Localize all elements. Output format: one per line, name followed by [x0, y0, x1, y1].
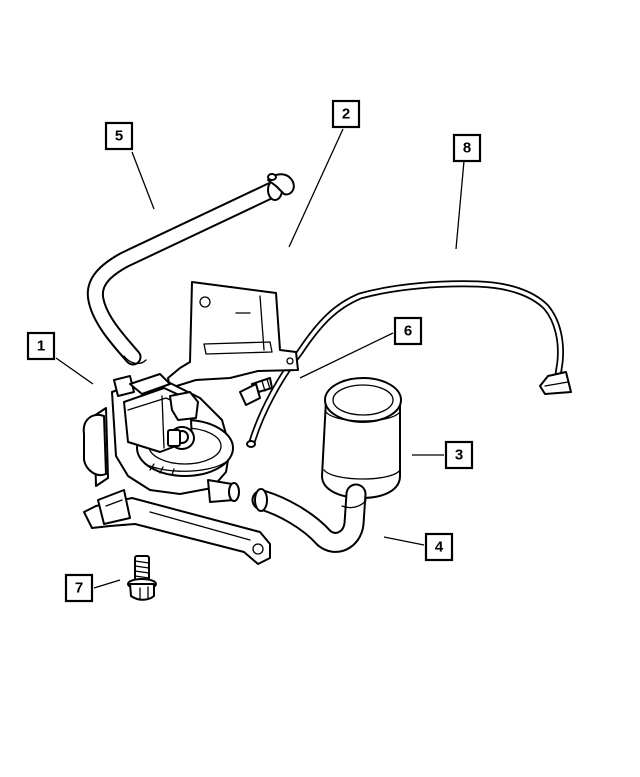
- mounting-bracket[interactable]: [167, 281, 299, 389]
- leader-1: [55, 357, 94, 385]
- callout-3-label: 3: [455, 447, 463, 464]
- callout-5-label: 5: [115, 128, 123, 145]
- callout-8-label: 8: [463, 140, 471, 157]
- leader-7: [93, 579, 121, 589]
- leader-8: [455, 160, 465, 250]
- callout-1: 1: [26, 331, 56, 361]
- leader-6: [299, 332, 394, 379]
- part-4-elbow-hose[interactable]: [251, 483, 367, 553]
- callout-2-label: 2: [342, 106, 350, 123]
- part-3-canister[interactable]: [321, 377, 402, 499]
- callout-7-label: 7: [75, 580, 83, 597]
- callout-6: 6: [393, 316, 423, 346]
- leader-4: [383, 536, 425, 546]
- callout-4: 4: [424, 532, 454, 562]
- callout-5: 5: [104, 121, 134, 151]
- callout-4-label: 4: [435, 539, 444, 556]
- callout-1-label: 1: [37, 338, 45, 355]
- part-7-bolt[interactable]: [127, 555, 157, 601]
- leader-5: [131, 151, 155, 210]
- callout-8: 8: [452, 133, 482, 163]
- callout-2: 2: [331, 99, 361, 129]
- part-5-hose[interactable]: [86, 173, 295, 366]
- part-6-screw[interactable]: [239, 377, 273, 406]
- callout-6-label: 6: [404, 323, 412, 340]
- leader-2: [288, 128, 344, 248]
- part-1-air-pump-assembly[interactable]: [82, 373, 271, 565]
- callout-3: 3: [444, 440, 474, 470]
- callout-7: 7: [64, 573, 94, 603]
